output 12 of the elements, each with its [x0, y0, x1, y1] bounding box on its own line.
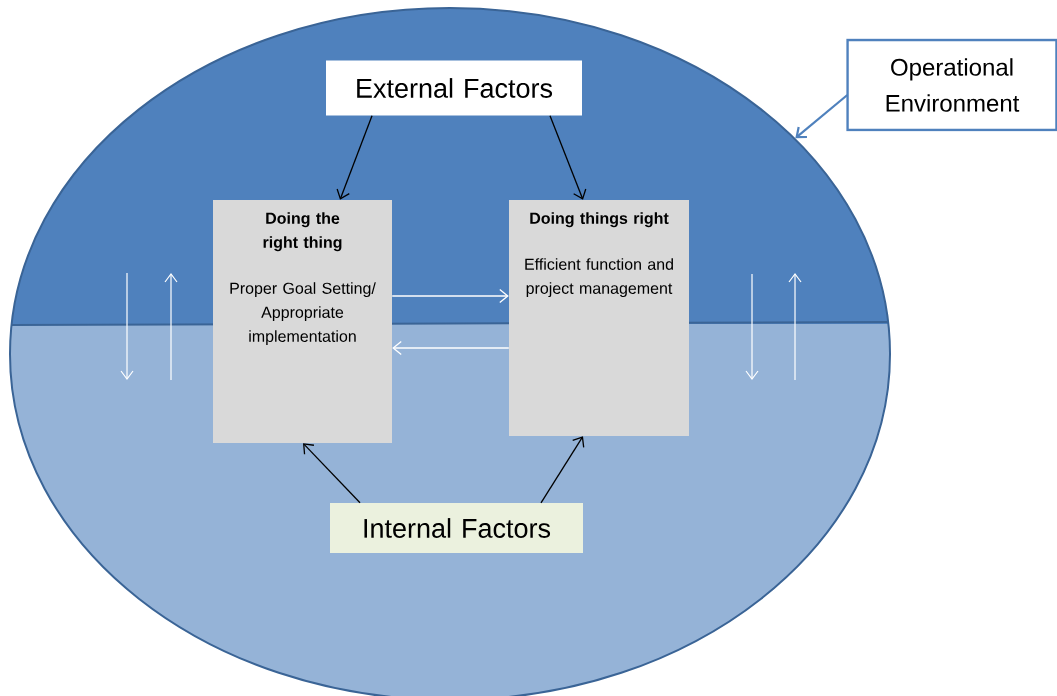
arrow — [540, 436, 585, 504]
factor-box: External Factors — [326, 60, 582, 116]
callout-box: Operational Environment — [846, 38, 1057, 132]
arrow — [392, 340, 510, 356]
arrow — [303, 443, 361, 504]
arrow — [391, 288, 509, 304]
concept-box: Doing things right Efficient function and project management — [509, 200, 689, 436]
factor-box: Internal Factors — [330, 503, 583, 553]
arrow — [549, 115, 587, 200]
concept-box: Doing the right thing Proper Goal Setting/ Appropriate implementation — [213, 200, 392, 443]
arrow — [336, 115, 373, 200]
arrow — [795, 94, 848, 139]
